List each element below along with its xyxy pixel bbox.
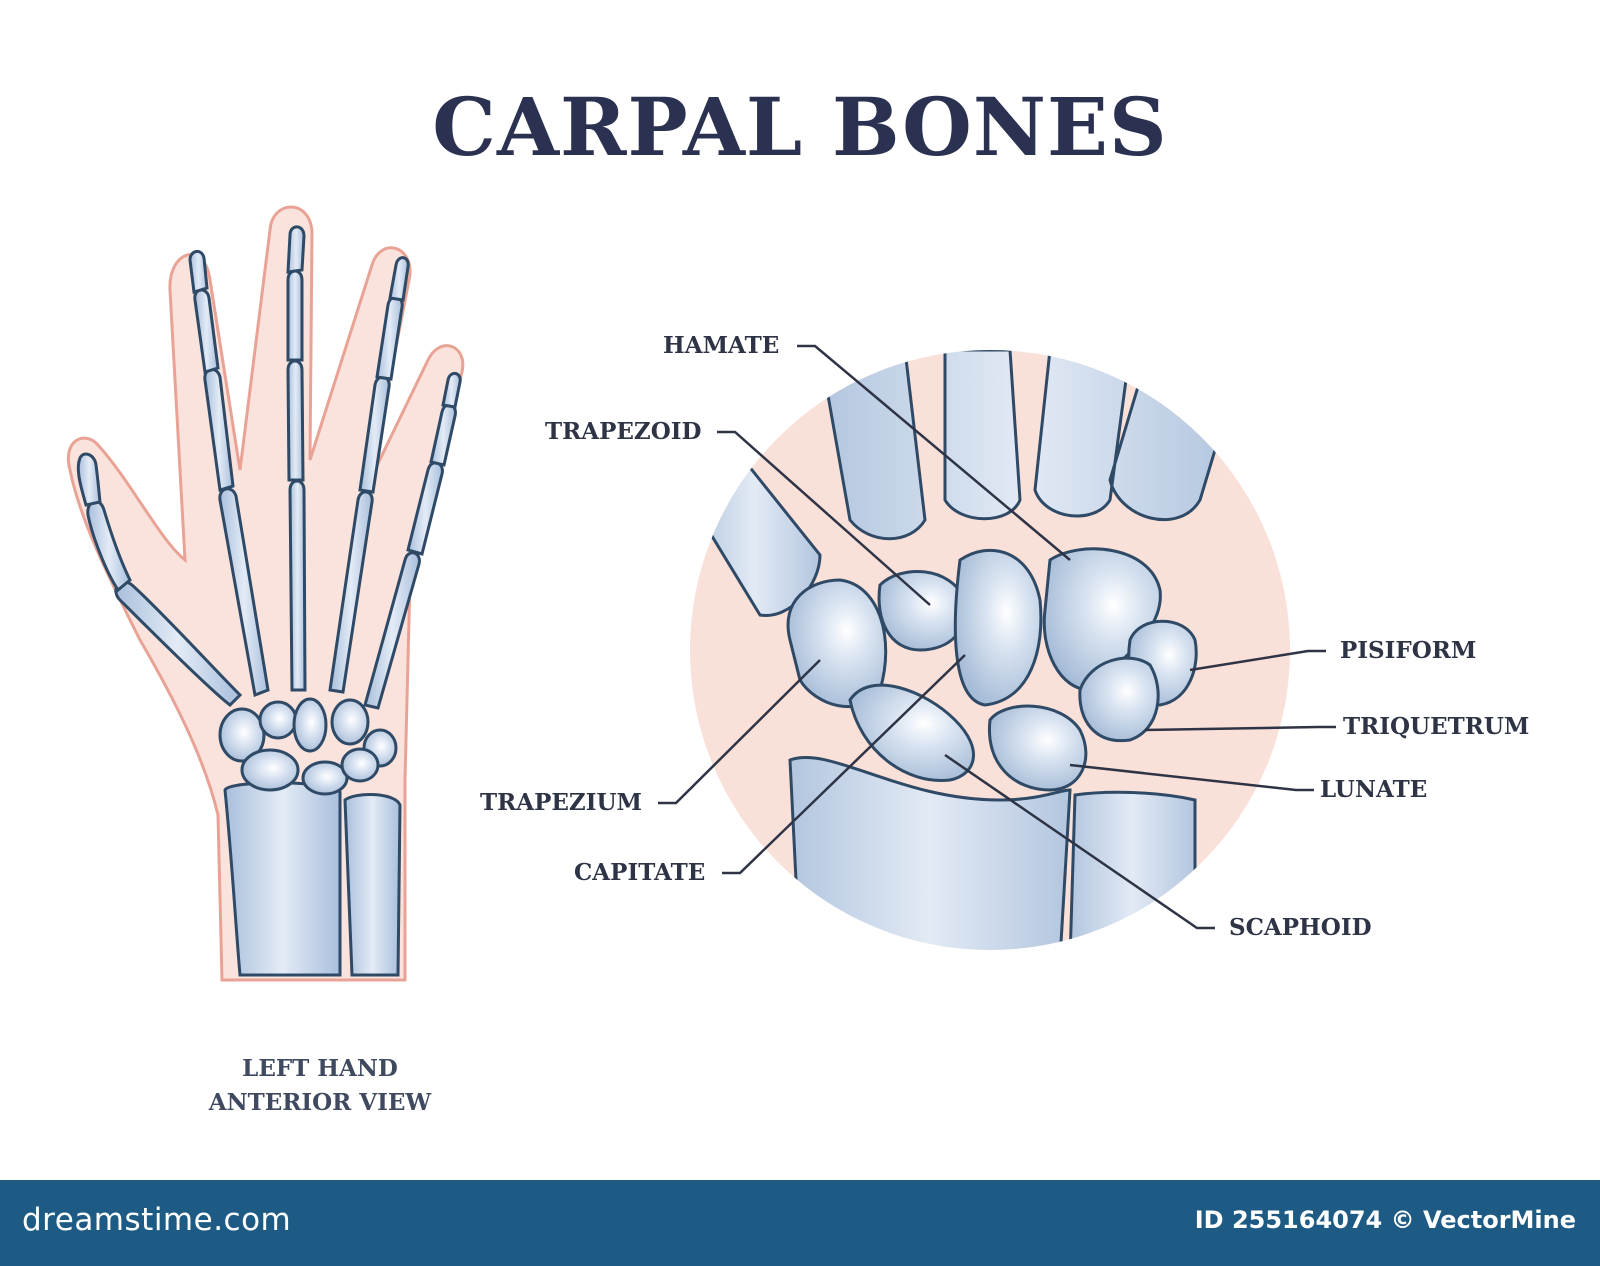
trapezoid-bone xyxy=(877,570,968,652)
leader-trapezoid xyxy=(717,430,931,606)
closeup-ulna xyxy=(1068,790,1197,950)
label-pisiform: PISIFORM xyxy=(1340,637,1477,664)
footer-site: dreamstime.com xyxy=(22,1202,292,1238)
leader-hamate xyxy=(797,344,1071,561)
page-title: CARPAL BONES xyxy=(432,80,1168,174)
caption-line-1: LEFT HAND xyxy=(242,1055,398,1082)
label-lunate: LUNATE xyxy=(1320,776,1428,803)
footer-bar: dreamstime.com ID 255164074 © VectorMine xyxy=(0,1180,1600,1266)
hand-carpal-cluster xyxy=(218,697,398,796)
closeup-metacarpals xyxy=(818,350,1232,541)
triquetrum-bone xyxy=(1078,656,1160,743)
leader-triquetrum xyxy=(1144,725,1336,732)
hand-caption: LEFT HAND ANTERIOR VIEW xyxy=(170,1052,470,1120)
leader-lunate xyxy=(1069,763,1314,792)
leader-lines xyxy=(658,344,1336,930)
ulna-bone xyxy=(343,793,402,977)
label-scaphoid: SCAPHOID xyxy=(1229,914,1372,941)
footer-id: ID 255164074 © VectorMine xyxy=(1194,1206,1576,1234)
hand-skin-outline xyxy=(66,205,465,982)
label-trapezium: TRAPEZIUM xyxy=(480,789,642,816)
label-triquetrum: TRIQUETRUM xyxy=(1343,713,1530,740)
label-hamate: HAMATE xyxy=(663,332,780,359)
leader-pisiform xyxy=(1189,649,1326,672)
caption-line-2: ANTERIOR VIEW xyxy=(208,1089,432,1116)
scaphoid-bone xyxy=(848,683,975,782)
hand-finger-bones xyxy=(76,225,462,710)
label-trapezoid: TRAPEZOID xyxy=(545,418,702,445)
leader-scaphoid xyxy=(944,753,1215,930)
leader-capitate xyxy=(722,654,966,875)
lunate-bone xyxy=(987,704,1088,792)
label-capitate: CAPITATE xyxy=(574,859,706,886)
capitate-bone xyxy=(953,548,1043,707)
closeup-carpals xyxy=(786,547,1198,792)
closeup-radius xyxy=(788,755,1072,950)
leader-trapezium xyxy=(658,659,821,805)
